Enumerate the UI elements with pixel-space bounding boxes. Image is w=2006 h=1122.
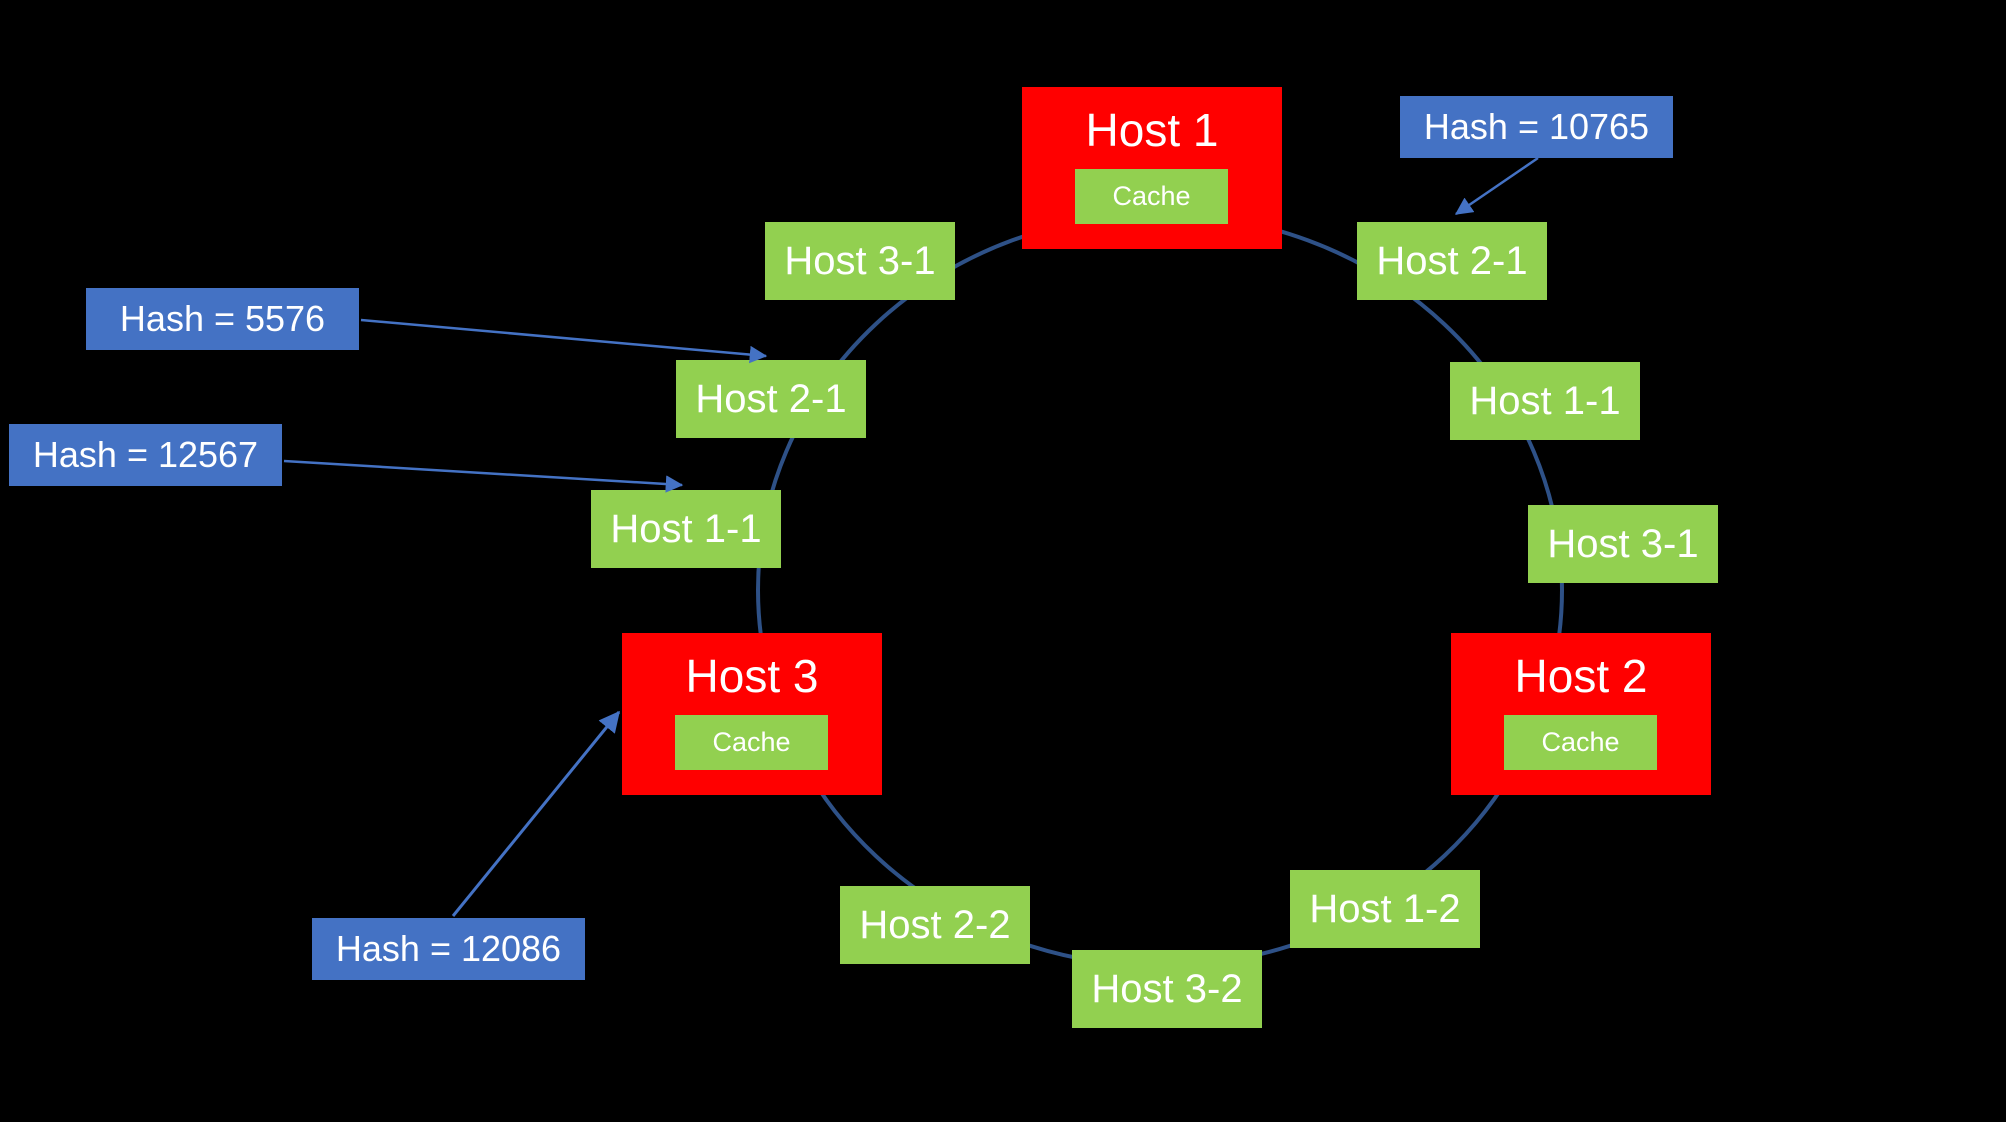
arrow-hash-12567-to-host-1-1 [283, 459, 684, 493]
host-node-3-cache-box: Cache [675, 715, 828, 770]
ring-node-host-3-1-upper-left: Host 3-1 [765, 222, 955, 300]
ring-node-label: Host 1-1 [1469, 378, 1621, 423]
arrow-hash-5576-to-host-2-1 [360, 318, 768, 364]
ring-node-host-1-1-right: Host 1-1 [1450, 362, 1640, 440]
ring-node-label: Host 2-2 [859, 902, 1011, 947]
arrow-hash-10765-to-host-2-1 [1454, 156, 1539, 216]
hash-tag-10765: Hash = 10765 [1400, 96, 1673, 158]
ring-node-host-3-2-bottom: Host 3-2 [1072, 950, 1262, 1028]
cache-label: Cache [1541, 727, 1620, 757]
ring-node-label: Host 1-1 [610, 506, 762, 551]
arrow-hash-12086-to-host-3 [451, 710, 621, 917]
hash-tag-12086: Hash = 12086 [312, 918, 585, 980]
host-node-1: Host 1 Cache [1022, 87, 1282, 249]
hash-tag-label: Hash = 12567 [32, 434, 259, 475]
ring-node-host-2-1-upper-right: Host 2-1 [1357, 222, 1547, 300]
host-node-2: Host 2 Cache [1451, 633, 1711, 795]
host-node-2-label: Host 2 [1514, 650, 1648, 702]
ring-node-host-1-1-lower-left: Host 1-1 [591, 490, 781, 568]
hash-tag-12567: Hash = 12567 [9, 424, 282, 486]
host-node-1-label: Host 1 [1085, 104, 1219, 156]
hash-ring-circle [756, 212, 1564, 968]
cache-label: Cache [1112, 181, 1191, 211]
ring-node-label: Host 3-2 [1091, 966, 1243, 1011]
hash-tag-5576: Hash = 5576 [86, 288, 359, 350]
ring-node-label: Host 2-1 [1376, 238, 1528, 283]
host-node-3-label: Host 3 [685, 650, 819, 702]
hash-tag-label: Hash = 10765 [1423, 106, 1650, 147]
ring-node-host-2-2-bottom-left: Host 2-2 [840, 886, 1030, 964]
ring-node-label: Host 3-1 [784, 238, 936, 283]
host-node-1-cache-box: Cache [1075, 169, 1228, 224]
ring-node-label: Host 3-1 [1547, 521, 1699, 566]
hash-tag-label: Hash = 5576 [119, 298, 326, 339]
ring-node-label: Host 2-1 [695, 376, 847, 421]
cache-label: Cache [712, 727, 791, 757]
ring-node-host-2-1-left: Host 2-1 [676, 360, 866, 438]
host-node-2-cache-box: Cache [1504, 715, 1657, 770]
ring-node-host-1-2-bottom-right: Host 1-2 [1290, 870, 1480, 948]
ring-node-host-3-1-right: Host 3-1 [1528, 505, 1718, 583]
hash-tag-label: Hash = 12086 [335, 928, 562, 969]
host-node-3: Host 3 Cache [622, 633, 882, 795]
ring-node-label: Host 1-2 [1309, 886, 1461, 931]
